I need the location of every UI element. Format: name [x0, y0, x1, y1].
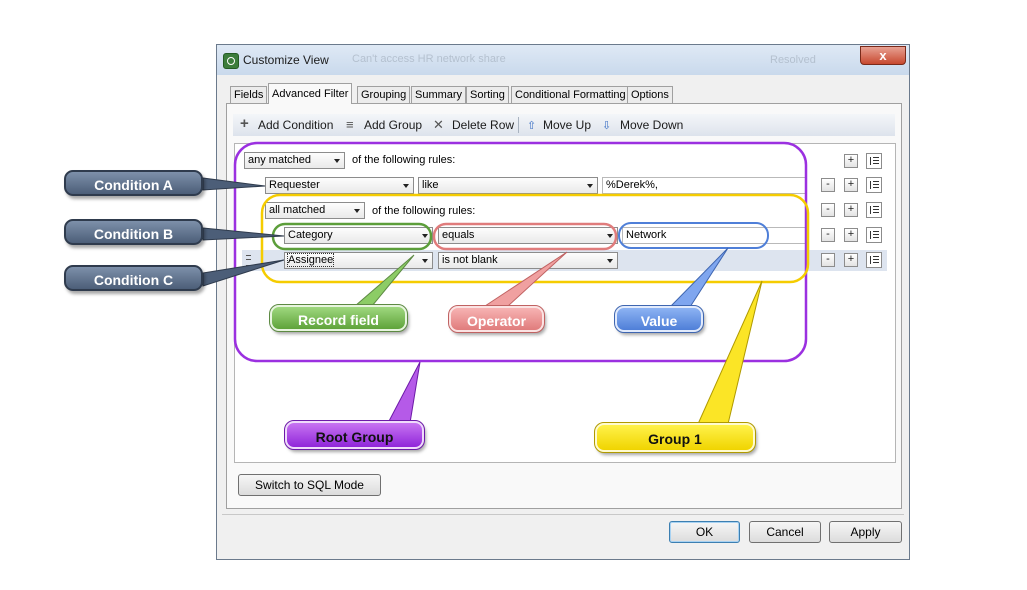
operator-callout: Operator — [448, 305, 545, 333]
cond-a-operator-value: like — [422, 179, 439, 191]
app-icon — [223, 53, 239, 69]
cond-b-operator-select[interactable]: equals — [438, 227, 618, 244]
root-match-value: any matched — [248, 154, 311, 166]
chevron-down-icon — [334, 159, 340, 163]
cond-b-remove-button[interactable]: - — [821, 228, 835, 242]
cond-b-field-value: Category — [288, 229, 333, 241]
cond-c-remove-button[interactable]: - — [821, 253, 835, 267]
chevron-down-icon — [607, 234, 613, 238]
root-rules-label: of the following rules: — [352, 154, 456, 166]
delete-icon: ✕ — [433, 117, 444, 132]
move-down-button[interactable]: Move Down — [620, 118, 684, 132]
cond-a-add-button[interactable]: + — [844, 178, 858, 192]
drag-handle-icon[interactable] — [246, 255, 251, 266]
cond-b-field-select[interactable]: Category — [284, 227, 433, 244]
cond-a-value-input[interactable]: %Derek%, — [602, 177, 806, 194]
cond-c-field-select[interactable]: Assignee — [284, 252, 433, 269]
root-match-select[interactable]: any matched — [244, 152, 345, 169]
cond-a-field-value: Requester — [269, 179, 320, 191]
arrow-down-icon: ⇩ — [602, 120, 612, 132]
tab-conditional-formatting[interactable]: Conditional Formatting — [511, 86, 630, 103]
cond-b-add-group-icon[interactable] — [866, 227, 882, 243]
add-condition-button[interactable]: Add Condition — [258, 118, 334, 132]
group-match-select[interactable]: all matched — [265, 202, 365, 219]
footer-divider — [222, 514, 904, 515]
cond-b-operator-value: equals — [442, 229, 475, 241]
chevron-down-icon — [587, 184, 593, 188]
switch-to-sql-mode-button[interactable]: Switch to SQL Mode — [238, 474, 381, 496]
group-match-value: all matched — [269, 204, 326, 216]
tab-summary[interactable]: Summary — [411, 86, 467, 103]
cond-a-field-select[interactable]: Requester — [265, 177, 414, 194]
add-group-button[interactable]: Add Group — [364, 118, 423, 132]
cond-a-remove-button[interactable]: - — [821, 178, 835, 192]
condition-c-callout: Condition C — [64, 265, 203, 291]
apply-button[interactable]: Apply — [829, 521, 902, 543]
delete-row-button[interactable]: Delete Row — [452, 118, 515, 132]
tab-options[interactable]: Options — [627, 86, 673, 103]
cond-b-add-button[interactable]: + — [844, 228, 858, 242]
group-1-callout: Group 1 — [594, 422, 756, 453]
ok-button[interactable]: OK — [669, 521, 740, 543]
group-rules-label: of the following rules: — [372, 205, 476, 217]
root-group-callout: Root Group — [284, 420, 425, 450]
arrow-up-icon: ⇧ — [527, 120, 537, 132]
title-bar — [217, 45, 909, 75]
cond-b-value-input[interactable]: Network — [622, 227, 806, 244]
tab-advanced-filter[interactable]: Advanced Filter — [268, 83, 353, 104]
record-field-callout: Record field — [269, 304, 408, 332]
chevron-down-icon — [354, 209, 360, 213]
group1-add-button[interactable]: + — [844, 203, 858, 217]
group1-add-group-icon[interactable] — [866, 202, 882, 218]
root-add-group-icon[interactable] — [866, 153, 882, 169]
toolbar-separator — [518, 117, 519, 133]
cond-c-operator-select[interactable]: is not blank — [438, 252, 618, 269]
chevron-down-icon — [422, 234, 428, 238]
cond-a-operator-select[interactable]: like — [418, 177, 598, 194]
add-group-icon: ≡ — [346, 117, 354, 132]
cond-c-add-button[interactable]: + — [844, 253, 858, 267]
root-add-button[interactable]: + — [844, 154, 858, 168]
chevron-down-icon — [422, 259, 428, 263]
background-window-status: Resolved — [770, 54, 816, 66]
chevron-down-icon — [403, 184, 409, 188]
chevron-down-icon — [607, 259, 613, 263]
cond-c-field-value: Assignee — [286, 253, 335, 267]
add-icon: + — [240, 115, 249, 132]
value-callout: Value — [614, 305, 704, 333]
window-title: Customize View — [243, 53, 329, 67]
cond-c-operator-value: is not blank — [442, 254, 498, 266]
tab-grouping[interactable]: Grouping — [357, 86, 411, 103]
close-button[interactable]: x — [860, 46, 906, 65]
group1-remove-button[interactable]: - — [821, 203, 835, 217]
cond-c-add-group-icon[interactable] — [866, 252, 882, 268]
tab-fields[interactable]: Fields — [230, 86, 268, 103]
filter-toolbar — [233, 114, 895, 136]
cond-a-add-group-icon[interactable] — [866, 177, 882, 193]
background-window-title: Can't access HR network share — [352, 53, 506, 65]
condition-a-callout: Condition A — [64, 170, 203, 196]
move-up-button[interactable]: Move Up — [543, 118, 592, 132]
cancel-button[interactable]: Cancel — [749, 521, 821, 543]
condition-b-callout: Condition B — [64, 219, 203, 245]
tab-sorting[interactable]: Sorting — [466, 86, 509, 103]
